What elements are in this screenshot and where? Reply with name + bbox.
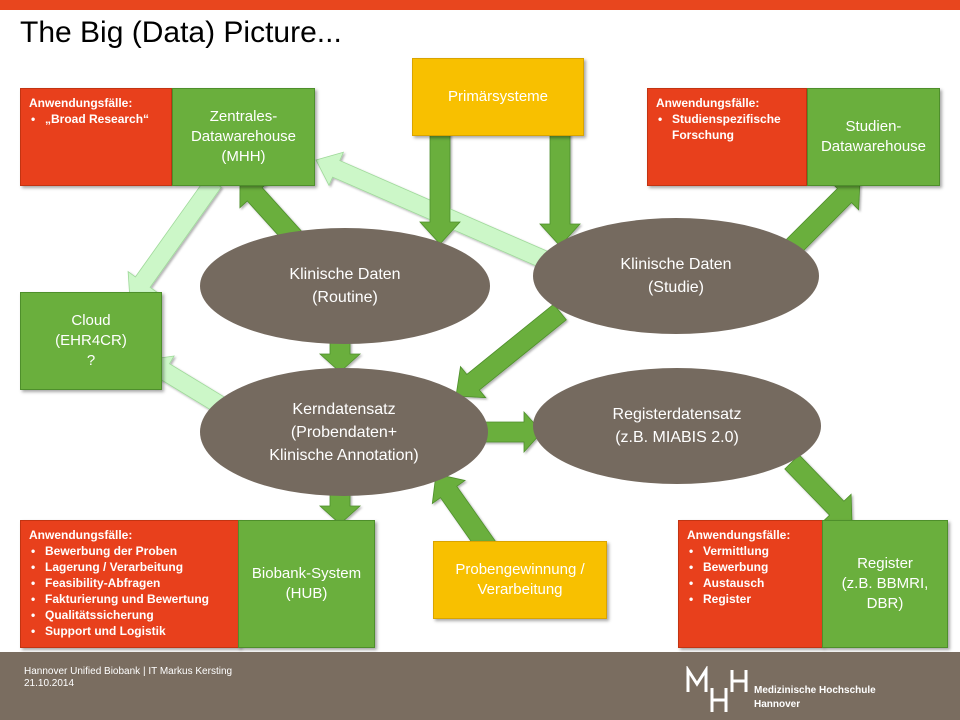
use-case-broad-box: Anwendungsfälle: „Broad Research“ bbox=[20, 88, 172, 186]
arrow-registerdatensatz-to-register bbox=[784, 454, 853, 525]
use-case-item: Bewerbung der Proben bbox=[29, 543, 209, 559]
use-case-item: Bewerbung bbox=[687, 559, 790, 575]
registerdatensatz-ellipse: Registerdatensatz (z.B. MIABIS 2.0) bbox=[533, 368, 821, 484]
use-case-item: „Broad Research“ bbox=[29, 111, 149, 127]
use-case-heading: Anwendungsfälle: bbox=[687, 528, 791, 542]
use-case-item: Lagerung / Verarbeitung bbox=[29, 559, 209, 575]
use-case-list: Bewerbung der Proben Lagerung / Verarbei… bbox=[29, 543, 209, 639]
use-case-list: Vermittlung Bewerbung Austausch Register bbox=[687, 543, 790, 607]
mhh-logo-icon bbox=[686, 666, 748, 712]
use-case-register-box: Anwendungsfälle: Vermittlung Bewerbung A… bbox=[678, 520, 823, 648]
use-case-studien-box: Anwendungsfälle: Studienspezifische Fors… bbox=[647, 88, 807, 186]
cloud-box: Cloud (EHR4CR) ? bbox=[20, 292, 162, 390]
arrow-primaer-to-studie bbox=[539, 127, 581, 247]
arrow-studie-to-kern bbox=[455, 303, 567, 399]
use-case-biobank-box: Anwendungsfälle: Bewerbung der Proben La… bbox=[20, 520, 240, 648]
probengewinnung-box: Probengewinnung / Verarbeitung bbox=[433, 541, 607, 619]
zentrales-datawarehouse-box: Zentrales- Datawarehouse (MHH) bbox=[172, 88, 315, 186]
biobank-system-box: Biobank-System (HUB) bbox=[238, 520, 375, 648]
use-case-list: Studienspezifische Forschung bbox=[656, 111, 798, 143]
use-case-list: „Broad Research“ bbox=[29, 111, 149, 127]
use-case-heading: Anwendungsfälle: bbox=[29, 96, 133, 110]
use-case-item: Austausch bbox=[687, 575, 790, 591]
klinische-daten-routine-ellipse: Klinische Daten (Routine) bbox=[200, 228, 490, 344]
primaersysteme-box: Primärsysteme bbox=[412, 58, 584, 136]
studien-datawarehouse-box: Studien- Datawarehouse bbox=[807, 88, 940, 186]
use-case-item: Vermittlung bbox=[687, 543, 790, 559]
use-case-item: Fakturierung und Bewertung bbox=[29, 591, 209, 607]
arrow-primaer-to-routine bbox=[419, 127, 461, 245]
use-case-item: Studienspezifische Forschung bbox=[656, 111, 798, 143]
footer-credit: Hannover Unified Biobank | IT Markus Ker… bbox=[24, 666, 233, 689]
top-accent-bar bbox=[0, 0, 960, 10]
mhh-logo-text: Medizinische Hochschule Hannover bbox=[754, 685, 876, 710]
use-case-item: Qualitätssicherung bbox=[29, 607, 209, 623]
footer-bar: Hannover Unified Biobank | IT Markus Ker… bbox=[0, 652, 960, 720]
use-case-item: Register bbox=[687, 591, 790, 607]
register-box: Register (z.B. BBMRI, DBR) bbox=[822, 520, 948, 648]
use-case-heading: Anwendungsfälle: bbox=[29, 528, 133, 542]
use-case-heading: Anwendungsfälle: bbox=[656, 96, 760, 110]
page-title: The Big (Data) Picture... bbox=[20, 16, 342, 49]
klinische-daten-studie-ellipse: Klinische Daten (Studie) bbox=[533, 218, 819, 334]
kerndatensatz-ellipse: Kerndatensatz (Probendaten+ Klinische An… bbox=[200, 368, 488, 496]
use-case-item: Support und Logistik bbox=[29, 623, 209, 639]
use-case-item: Feasibility-Abfragen bbox=[29, 575, 209, 591]
